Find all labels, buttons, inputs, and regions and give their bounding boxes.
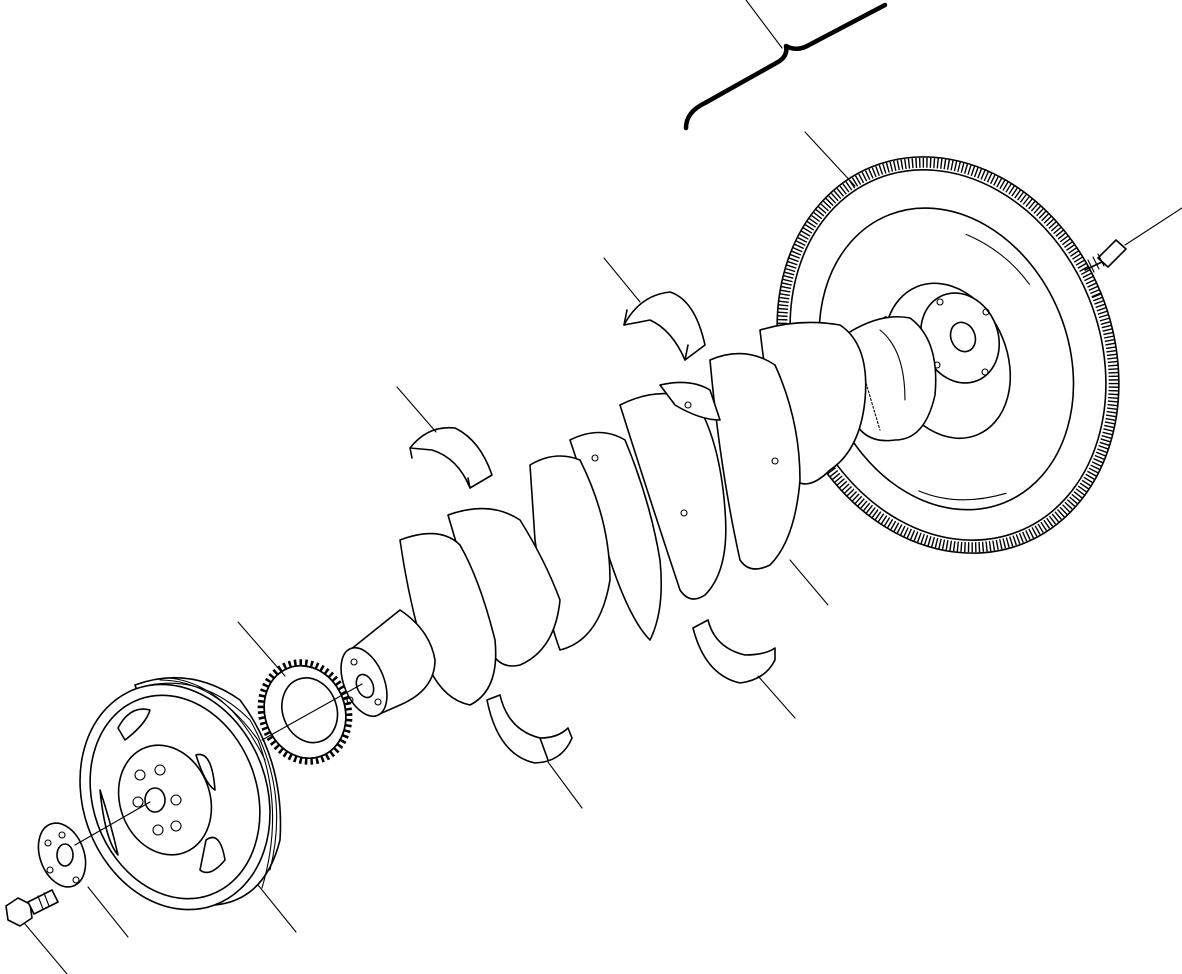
assembly-bracket	[683, 0, 888, 131]
lower-main-bearing-shell-rear	[692, 619, 776, 684]
callout-leader-lines	[24, 131, 1182, 974]
timing-gear	[257, 659, 353, 765]
leader-washer	[87, 886, 129, 938]
assembly-axis-lines	[74, 683, 363, 846]
flywheel-bolt	[1084, 239, 1127, 273]
leader-crankshaft	[789, 559, 829, 606]
pulley-washer	[37, 822, 87, 888]
leader-pulley	[257, 884, 297, 933]
leader-lower-shell-front	[547, 761, 583, 809]
crankshaft-pulley	[79, 676, 282, 911]
upper-main-bearing-shell-front	[409, 426, 493, 489]
leader-timing-gear	[237, 621, 286, 677]
leader-flywheel-bolt	[1124, 207, 1182, 246]
pulley-bolt	[5, 889, 59, 927]
leader-bolt	[24, 923, 68, 974]
upper-main-bearing-shell-rear	[623, 291, 706, 361]
leader-upper-shell-front	[396, 386, 437, 433]
leader-lower-shell-rear	[757, 675, 796, 719]
leader-upper-shell-rear	[603, 257, 641, 303]
lower-main-bearing-shell-front	[486, 694, 573, 764]
leader-flywheel	[804, 131, 856, 187]
crankshaft	[340, 315, 937, 718]
